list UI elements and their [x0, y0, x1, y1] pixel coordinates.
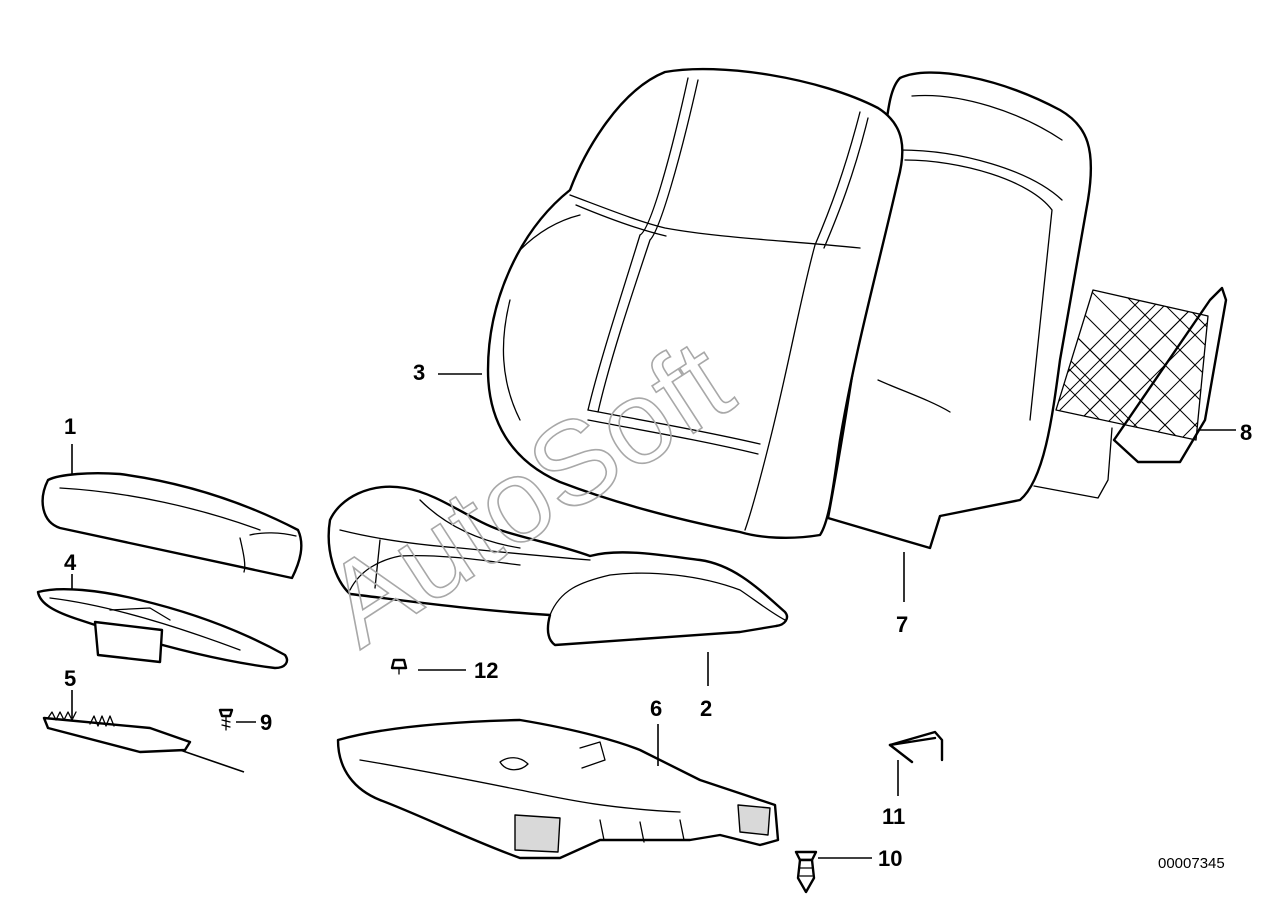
callout-3: 3 [413, 360, 425, 385]
net-pocket [1033, 286, 1228, 499]
callout-12: 12 [474, 658, 498, 683]
callout-9: 9 [260, 710, 272, 735]
seat-cushion [327, 485, 789, 647]
callout-11: 11 [882, 804, 905, 829]
callout-2: 2 [700, 696, 712, 721]
callout-1: 1 [64, 414, 76, 439]
side-bolster [41, 472, 303, 580]
push-clip [794, 850, 818, 894]
backrest-cushion [486, 67, 904, 540]
trim-cover [36, 588, 289, 670]
callout-labels: 1 2 3 4 5 6 7 8 9 10 11 12 00007345 [64, 360, 1252, 872]
callout-8: 8 [1240, 420, 1252, 445]
seat-pan [336, 718, 780, 860]
leader-lines [71, 373, 1236, 859]
document-number: 00007345 [1158, 855, 1225, 872]
callout-10: 10 [878, 846, 902, 871]
callout-7: 7 [896, 612, 908, 637]
callout-4: 4 [64, 550, 77, 575]
wire-clip [888, 730, 944, 764]
callout-6: 6 [650, 696, 662, 721]
adjuster-rod [42, 711, 245, 773]
screw-9 [218, 708, 234, 731]
screw-12 [390, 658, 408, 675]
callout-5: 5 [64, 666, 76, 691]
